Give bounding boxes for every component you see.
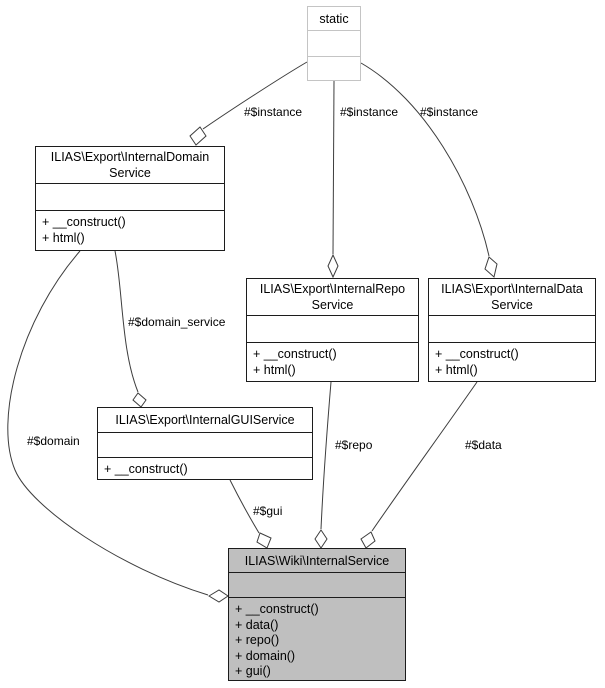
class-node-internal-repo-service[interactable]: ILIAS\Export\InternalRepo Service + __co… xyxy=(246,278,419,382)
edge-static-to-domain xyxy=(202,61,308,130)
class-title: ILIAS\Export\InternalGUIService xyxy=(98,408,312,433)
class-method: + domain() xyxy=(235,648,296,663)
class-method: + data() xyxy=(235,617,279,632)
aggregation-diamond-wiki-data xyxy=(360,531,376,549)
edge-label-instance-data: #$instance xyxy=(420,105,479,119)
class-methods-compartment: + __construct() + data() + repo() + doma… xyxy=(229,598,405,680)
edge-label-domain: #$domain xyxy=(27,434,80,448)
edge-label-instance-repo: #$instance xyxy=(340,105,399,119)
class-method: + __construct() xyxy=(253,347,337,361)
edge-label-domain-service: #$domain_service xyxy=(128,315,226,329)
class-title: ILIAS\Export\InternalRepo Service xyxy=(247,279,418,316)
edge-repo-to-wiki xyxy=(320,381,332,530)
class-attributes-compartment xyxy=(98,433,312,458)
class-attributes-compartment xyxy=(247,316,418,343)
class-method: + html() xyxy=(435,362,478,377)
class-method: + html() xyxy=(42,230,85,245)
class-attributes-compartment xyxy=(36,184,224,211)
edge-gui-to-wiki xyxy=(229,479,260,534)
edge-domain-to-wiki xyxy=(7,250,209,596)
aggregation-diamond-wiki-domain xyxy=(208,589,229,603)
class-node-internal-domain-service[interactable]: ILIAS\Export\InternalDomain Service + __… xyxy=(35,146,225,251)
edge-label-repo: #$repo xyxy=(335,438,373,452)
class-methods-compartment: + __construct() + html() xyxy=(429,343,595,381)
class-title: ILIAS\Export\InternalDomain Service xyxy=(36,147,224,184)
class-method: + repo() xyxy=(235,633,280,647)
aggregation-diamond-gui-top xyxy=(132,392,147,408)
edge-domain-to-gui xyxy=(114,250,139,393)
class-method: + __construct() xyxy=(42,215,126,229)
class-methods-compartment: + __construct() + html() xyxy=(36,211,224,250)
class-title: ILIAS\Export\InternalData Service xyxy=(429,279,595,316)
edge-label-instance-domain: #$instance xyxy=(244,105,303,119)
class-method: + gui() xyxy=(235,664,271,678)
aggregation-diamond-wiki-gui xyxy=(256,532,272,549)
aggregation-diamond-data-top xyxy=(484,256,498,278)
class-methods-compartment: + __construct() + html() xyxy=(247,343,418,381)
edge-static-to-repo xyxy=(332,80,335,255)
class-method: + __construct() xyxy=(435,347,519,361)
class-attributes-compartment xyxy=(429,316,595,343)
edge-static-to-data xyxy=(360,62,490,257)
class-method: + __construct() xyxy=(104,462,188,476)
edge-data-to-wiki xyxy=(371,381,478,532)
aggregation-diamond-wiki-repo xyxy=(314,529,328,549)
edge-label-data: #$data xyxy=(465,438,502,452)
class-node-wiki-internal-service[interactable]: ILIAS\Wiki\InternalService + __construct… xyxy=(228,548,406,681)
class-attributes-compartment xyxy=(308,31,360,57)
class-title: static xyxy=(308,7,360,31)
class-title: ILIAS\Wiki\InternalService xyxy=(229,549,405,573)
class-attributes-compartment xyxy=(229,573,405,598)
class-method: + html() xyxy=(253,362,296,377)
class-methods-compartment xyxy=(308,57,360,80)
class-node-internal-data-service[interactable]: ILIAS\Export\InternalData Service + __co… xyxy=(428,278,596,382)
aggregation-diamond-repo-top xyxy=(327,253,339,279)
class-node-static[interactable]: static xyxy=(307,6,361,81)
class-node-internal-gui-service[interactable]: ILIAS\Export\InternalGUIService + __cons… xyxy=(97,407,313,480)
class-method: + __construct() xyxy=(235,602,319,616)
edge-label-gui: #$gui xyxy=(253,504,283,518)
aggregation-diamond-domain-top xyxy=(189,126,207,146)
class-methods-compartment: + __construct() xyxy=(98,458,312,479)
